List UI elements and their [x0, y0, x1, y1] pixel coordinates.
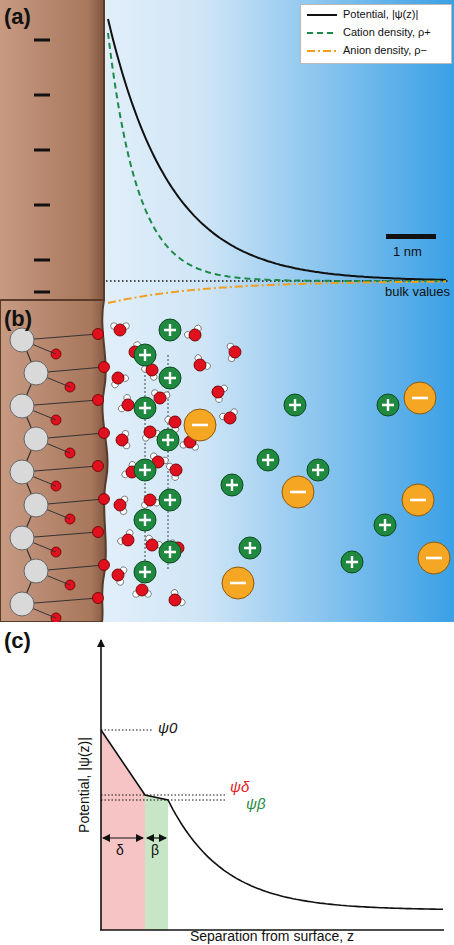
water-molecule [189, 353, 212, 375]
legend-sample [307, 50, 337, 52]
width-label: β [151, 842, 159, 858]
panel-label: (b) [4, 306, 32, 332]
legend-box: Potential, |ψ(z)| Cation density, ρ+ Anion… [300, 4, 452, 64]
cation-symbol [257, 449, 279, 471]
cation-symbol [341, 551, 363, 573]
panel-label: (a) [4, 4, 31, 30]
cation-symbol [159, 489, 181, 511]
cation-symbol [159, 319, 181, 341]
anion-symbol [222, 567, 254, 599]
cation-symbol [377, 394, 399, 416]
cation-symbol [221, 474, 243, 496]
cation-symbol [284, 394, 306, 416]
panel-label: (c) [4, 628, 31, 654]
cation-symbol [134, 561, 156, 583]
scale-label: 1 nm [393, 244, 422, 259]
water-molecule [110, 564, 128, 585]
cation-symbol [134, 344, 156, 366]
anion-symbol [418, 542, 450, 574]
anion-symbol [184, 409, 216, 441]
anion-symbol [402, 484, 434, 516]
water-molecule [165, 459, 185, 482]
water-molecule [183, 324, 206, 345]
water-molecule [111, 323, 130, 336]
water-molecule [113, 495, 128, 515]
water-molecule [209, 381, 229, 404]
bulk-label: bulk values [385, 284, 450, 299]
water-molecule [165, 588, 187, 611]
cation-symbol [134, 509, 156, 531]
water-molecule [219, 408, 241, 427]
cation-symbol [134, 397, 156, 419]
legend-sample [307, 14, 337, 16]
potential-label: ψ0 [158, 719, 177, 736]
axis-label: Separation from surface, z [190, 928, 354, 944]
anion-symbol [404, 382, 436, 414]
legend-text: Potential, |ψ(z)| [343, 8, 418, 20]
cation-symbol [159, 367, 181, 389]
cation-symbol [157, 429, 179, 451]
legend-sample [307, 32, 337, 34]
water-molecule [140, 492, 161, 509]
cation-symbol [307, 459, 329, 481]
anion-symbol [282, 476, 314, 508]
cation-symbol [159, 541, 181, 563]
legend-text: Anion density, ρ− [343, 44, 427, 56]
cation-curve [108, 33, 446, 281]
water-molecule [133, 584, 152, 597]
water-molecule [107, 368, 130, 389]
width-label: δ [116, 842, 124, 858]
cation-symbol [374, 514, 396, 536]
water-molecule [116, 528, 139, 550]
legend-text: Cation density, ρ+ [343, 26, 431, 38]
potential-label: ψδ [230, 778, 249, 795]
water-molecule [115, 430, 130, 450]
cation-symbol [239, 537, 261, 559]
water-molecule [227, 342, 242, 362]
axis-label: Potential, |ψ(z)| [76, 737, 92, 833]
potential-label: ψβ [246, 795, 265, 812]
cation-symbol [134, 459, 156, 481]
